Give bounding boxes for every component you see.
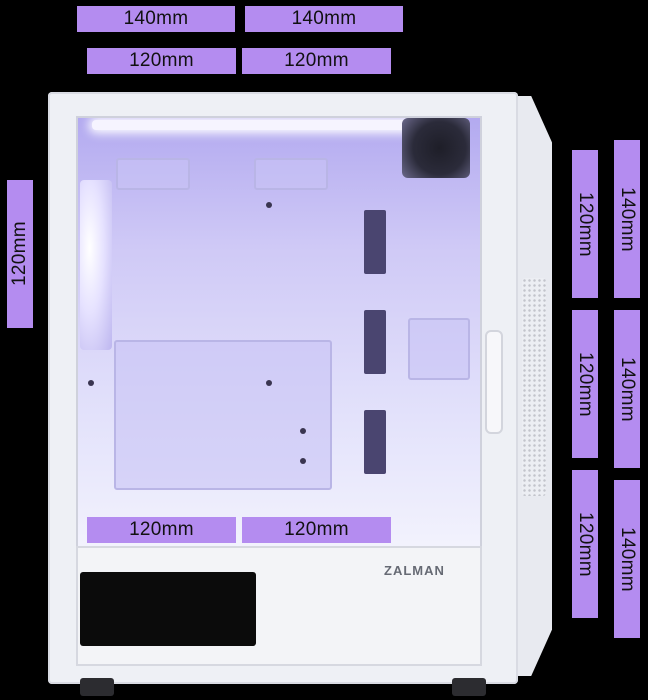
- grommet-slot-1: [364, 210, 386, 274]
- grommet-slot-2: [364, 310, 386, 374]
- fan-size-label: 120mm: [242, 517, 391, 543]
- standoff-hole: [266, 202, 272, 208]
- cable-cutout: [408, 318, 470, 380]
- case-foot-right: [452, 678, 486, 696]
- psu-window: [80, 572, 256, 646]
- fan-size-label: 140mm: [614, 310, 640, 468]
- top-cutout-left: [116, 158, 190, 190]
- case-foot-left: [80, 678, 114, 696]
- fan-size-label: 140mm: [245, 6, 403, 32]
- side-panel-handle: [485, 330, 503, 434]
- top-cutout-right: [254, 158, 328, 190]
- fan-size-label: 140mm: [614, 140, 640, 298]
- rear-fan-glow: [80, 180, 112, 350]
- tempered-glass-window: [76, 116, 482, 548]
- standoff-hole: [266, 380, 272, 386]
- fan-size-label: 140mm: [614, 480, 640, 638]
- fan-size-label: 120mm: [87, 517, 236, 543]
- grommet-slot-3: [364, 410, 386, 474]
- fan-size-label: 140mm: [77, 6, 235, 32]
- standoff-hole: [88, 380, 94, 386]
- standoff-hole: [300, 458, 306, 464]
- fan-size-label: 120mm: [87, 48, 236, 74]
- fan-size-label: 120mm: [572, 470, 598, 618]
- fan-size-label: 120mm: [572, 150, 598, 298]
- top-light-bar: [92, 120, 420, 130]
- fan-size-label: 120mm: [7, 180, 33, 328]
- standoff-hole: [300, 428, 306, 434]
- front-mesh-vent: [522, 278, 546, 496]
- fan-size-label: 120mm: [572, 310, 598, 458]
- cpu-cutout: [114, 340, 332, 490]
- brand-logo: ZALMAN: [384, 563, 445, 578]
- top-fan: [402, 118, 470, 178]
- fan-size-label: 120mm: [242, 48, 391, 74]
